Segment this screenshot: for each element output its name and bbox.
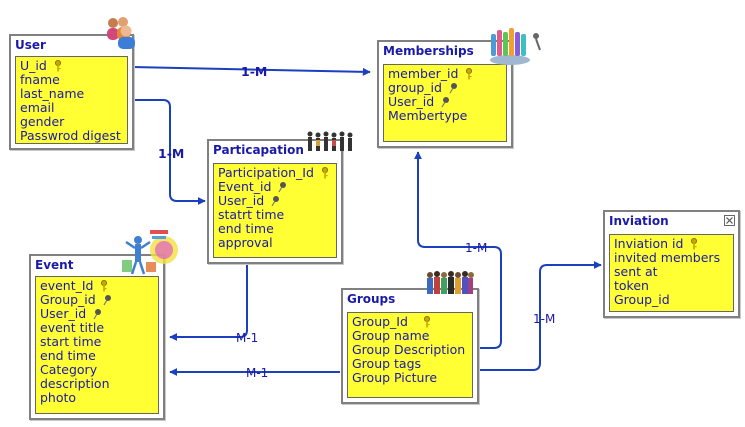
entity-title: User: [15, 38, 46, 52]
connector-groups-inviation: [480, 261, 602, 371]
people-icon: [427, 271, 474, 294]
pin-icon: [440, 96, 450, 108]
entity-attributes: U_id fname last_name email gender Passwr…: [15, 56, 128, 144]
attr: event title: [40, 320, 105, 335]
entity-title: Particapation: [213, 143, 304, 157]
attr: end time: [218, 221, 274, 236]
entity-memberships[interactable]: Memberships member_id group_id User_id M…: [377, 40, 513, 148]
pin-icon: [270, 195, 280, 207]
key-icon: [464, 68, 474, 80]
attr: Group Picture: [352, 370, 438, 385]
people-icon: [122, 230, 178, 275]
relation-label-participation-event: M-1: [236, 331, 259, 345]
entity-participation[interactable]: Particapation Participation_Id Event_id …: [207, 139, 343, 264]
attr: Group name: [352, 328, 430, 343]
attr: last_name: [20, 86, 85, 101]
attr: Group_id: [614, 292, 670, 307]
attr: email: [20, 100, 55, 115]
attr-foreign-key: group_id: [388, 81, 502, 95]
attr: description: [40, 376, 110, 391]
pin-icon: [92, 308, 102, 320]
pin-icon: [277, 181, 287, 193]
key-icon: [320, 167, 330, 179]
people-icon: [490, 28, 541, 65]
connector-user-participation: [132, 99, 206, 205]
attr-primary-key: Participation_Id: [218, 166, 332, 180]
connector-groups-memberships: [414, 151, 502, 349]
attr: approval: [218, 235, 273, 250]
attr: end time: [40, 348, 96, 363]
connector-participation-event: [169, 264, 248, 341]
entity-inviation[interactable]: Inviation Inviation id invited members s…: [603, 210, 740, 318]
entity-attributes: Participation_Id Event_id User_id statrt…: [213, 163, 337, 258]
attr: Passwrod digest: [20, 128, 121, 143]
key-icon: [422, 316, 432, 328]
entity-title: Groups: [347, 292, 396, 306]
close-icon[interactable]: [724, 215, 735, 226]
attr-primary-key: U_id: [20, 59, 123, 73]
people-icon: [107, 17, 135, 49]
relation-label-groups-event: M-1: [246, 366, 269, 380]
key-icon: [99, 280, 109, 292]
attr-foreign-key: User_id: [218, 194, 332, 208]
attr: photo: [40, 390, 77, 405]
entity-title: Event: [35, 258, 74, 272]
attr-primary-key: Group_Id: [352, 315, 468, 329]
entity-title: Memberships: [383, 44, 474, 58]
entity-title: Inviation: [609, 214, 669, 228]
attr-foreign-key: Event_id: [218, 180, 332, 194]
entity-attributes: member_id group_id User_id Membertype: [383, 64, 507, 142]
attr-primary-key: event_Id: [40, 279, 154, 293]
attr: sent at: [614, 264, 658, 279]
attr: invited members: [614, 250, 721, 265]
attr-foreign-key: User_id: [40, 307, 154, 321]
entity-event[interactable]: Event event_Id Group_id User_id event ti…: [29, 254, 165, 420]
entity-user[interactable]: User U_id fname last_name email gender P…: [9, 34, 134, 150]
attr-foreign-key: User_id: [388, 95, 502, 109]
relation-label-user-participation: 1-M: [158, 146, 185, 161]
key-icon: [53, 60, 63, 72]
attr: Group Description: [352, 342, 466, 357]
people-icon: [307, 131, 353, 151]
connector-user-memberships: [131, 66, 371, 76]
attr-primary-key: member_id: [388, 67, 502, 81]
entity-attributes: event_Id Group_id User_id event title st…: [35, 276, 159, 414]
pin-icon: [448, 82, 458, 94]
attr: token: [614, 278, 649, 293]
attr: Membertype: [388, 108, 468, 123]
attr-primary-key: Inviation id: [614, 237, 729, 251]
relation-label-groups-inviation: 1-M: [533, 312, 556, 326]
attr: start time: [40, 334, 102, 349]
pin-icon: [102, 294, 112, 306]
entity-attributes: Group_Id Group name Group Description Gr…: [347, 312, 473, 398]
key-icon: [689, 238, 699, 250]
attr: Category: [40, 362, 98, 377]
attr-foreign-key: Group_id: [40, 293, 154, 307]
attr: fname: [20, 72, 60, 87]
relation-label-user-memberships: 1-M: [241, 64, 268, 79]
relation-label-groups-memberships: 1-M: [465, 241, 488, 255]
attr: Group tags: [352, 356, 422, 371]
entity-attributes: Inviation id invited members sent at tok…: [609, 234, 734, 312]
attr: statrt time: [218, 207, 285, 222]
entity-groups[interactable]: Groups Group_Id Group name Group Descrip…: [341, 288, 479, 404]
attr: gender: [20, 114, 65, 129]
